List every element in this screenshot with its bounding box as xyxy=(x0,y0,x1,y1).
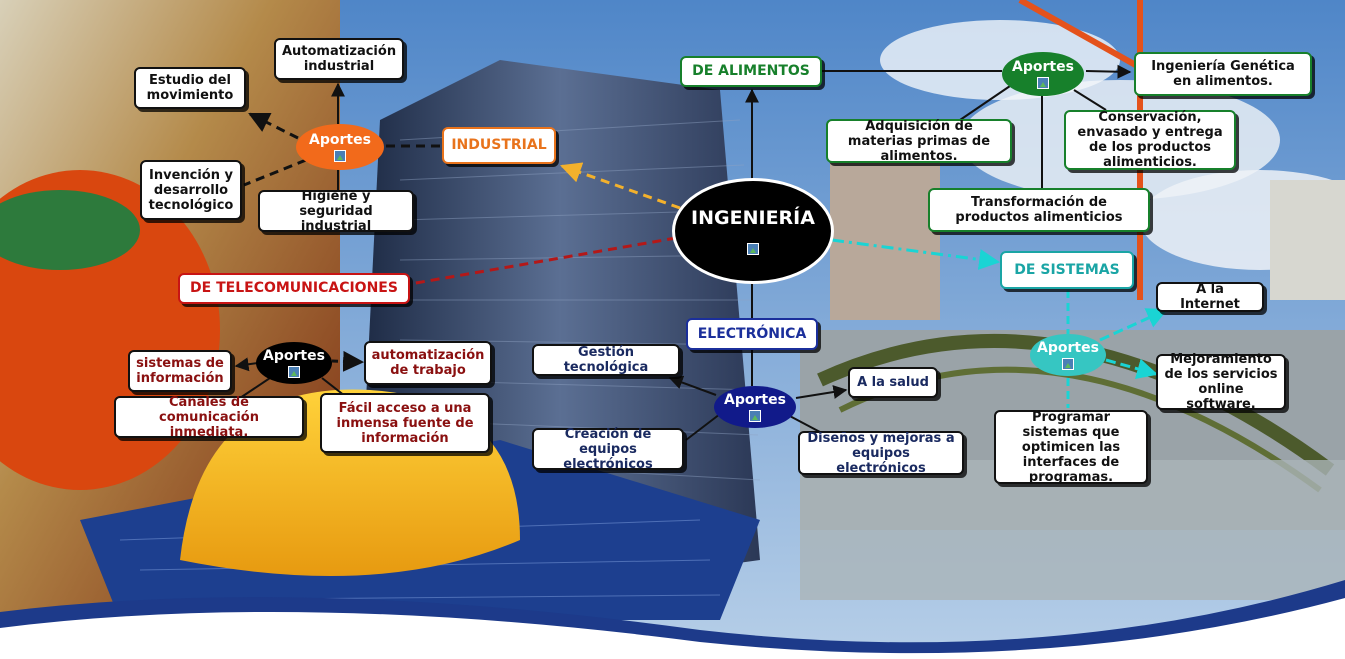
industrial-invencion[interactable]: Invención y desarrollo tecnológico xyxy=(140,160,242,220)
electronica-creacion-equipos[interactable]: Creación de equipos electrónicos xyxy=(532,427,684,472)
alimentos-adquisicion[interactable]: Adquisición de materias primas de alimen… xyxy=(826,119,1012,164)
aportes-telecomunicaciones[interactable]: Aportes xyxy=(256,342,332,384)
electronica-disenos-mejoras[interactable]: Diseños y mejoras a equipos electrónicos xyxy=(798,431,964,476)
aportes-sistemas[interactable]: Aportes xyxy=(1030,334,1106,376)
industrial-estudio[interactable]: Estudio del movimiento xyxy=(134,67,246,109)
electronica-gestion[interactable]: Gestión tecnológica xyxy=(532,344,680,376)
branch-telecomunicaciones[interactable]: DE TELECOMUNICACIONES xyxy=(178,273,410,304)
telecom-facil-acceso[interactable]: Fácil acceso a una inmensa fuente de inf… xyxy=(320,393,490,453)
alimentos-transformacion[interactable]: Transformación de productos alimenticios xyxy=(928,188,1150,232)
aportes-label: Aportes xyxy=(309,132,371,148)
industrial-higiene[interactable]: Higiene y seguridad industrial xyxy=(258,189,414,234)
branch-sistemas[interactable]: DE SISTEMAS xyxy=(1000,251,1134,289)
image-icon[interactable] xyxy=(1037,77,1049,89)
electronica-salud[interactable]: A la salud xyxy=(848,367,938,398)
telecom-automatizacion-trabajo[interactable]: automatización de trabajo xyxy=(364,341,492,385)
aportes-label: Aportes xyxy=(724,392,786,408)
branch-electronica[interactable]: ELECTRÓNICA xyxy=(686,318,818,350)
image-icon[interactable] xyxy=(1062,358,1074,370)
branch-alimentos[interactable]: DE ALIMENTOS xyxy=(680,56,822,87)
image-icon[interactable] xyxy=(288,366,300,378)
telecom-sistemas-informacion[interactable]: sistemas de información xyxy=(128,350,232,392)
ingenieria-label: INGENIERÍA xyxy=(691,207,815,229)
branch-industrial[interactable]: INDUSTRIAL xyxy=(442,127,556,164)
alimentos-conservacion[interactable]: Conservación, envasado y entrega de los … xyxy=(1064,110,1236,170)
sistemas-mejoramiento[interactable]: Mejoramiento de los servicios online sof… xyxy=(1156,352,1286,412)
node-ingenieria[interactable]: INGENIERÍA xyxy=(672,178,834,284)
sistemas-internet[interactable]: A la Internet xyxy=(1156,282,1264,312)
aportes-alimentos[interactable]: Aportes xyxy=(1002,52,1084,96)
aportes-label: Aportes xyxy=(1012,59,1074,75)
aportes-label: Aportes xyxy=(1037,340,1099,356)
image-icon[interactable] xyxy=(749,410,761,422)
industrial-automatizacion[interactable]: Automatización industrial xyxy=(274,38,404,80)
alimentos-ingenieria-genetica[interactable]: Ingeniería Genética en alimentos. xyxy=(1134,52,1312,96)
aportes-label: Aportes xyxy=(263,348,325,364)
aportes-electronica[interactable]: Aportes xyxy=(714,386,796,428)
image-icon[interactable] xyxy=(334,150,346,162)
image-icon[interactable] xyxy=(747,243,759,255)
aportes-industrial[interactable]: Aportes xyxy=(296,124,384,170)
sistemas-programar[interactable]: Programar sistemas que optimicen las int… xyxy=(994,410,1148,485)
telecom-canales-comunicacion[interactable]: Canales de comunicación inmediata. xyxy=(114,395,304,440)
